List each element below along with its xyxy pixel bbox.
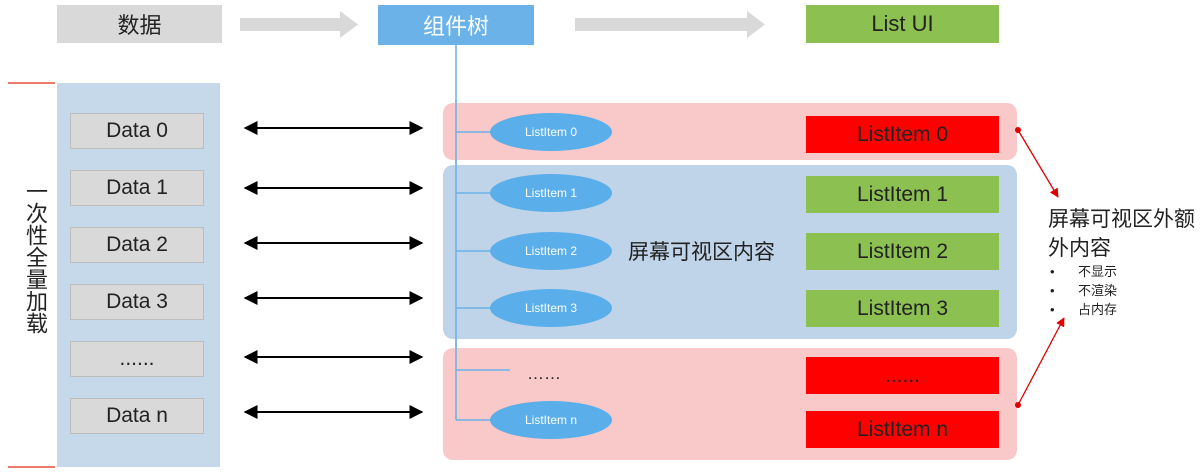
ui-item-visible: ListItem 3 <box>806 290 999 327</box>
tree-node: ListItem 2 <box>490 232 612 270</box>
offscreen-note-list: 不显示 不渲染 占内存 <box>1050 262 1117 319</box>
tree-node: ListItem 0 <box>490 113 612 151</box>
full-load-label: 一次性全量加载 <box>23 180 48 334</box>
offscreen-note-title: 屏幕可视区外额外内容 <box>1048 208 1195 260</box>
header-data: 数据 <box>57 5 222 43</box>
callout-arrow-top <box>1017 129 1059 198</box>
ui-item-hidden: ListItem 0 <box>806 116 999 153</box>
header-list-ui: List UI <box>806 5 999 43</box>
offscreen-note-item: 不渲染 <box>1050 281 1117 300</box>
ui-item-visible: ListItem 2 <box>806 233 999 270</box>
tree-node: ListItem 1 <box>490 174 612 212</box>
data-item: Data 1 <box>70 170 204 206</box>
offscreen-note-item: 占内存 <box>1050 300 1117 319</box>
visible-zone-label: 屏幕可视区内容 <box>628 241 775 264</box>
data-item: Data 2 <box>70 227 204 263</box>
header-arrow-1 <box>240 11 358 38</box>
data-item: ...... <box>70 341 204 377</box>
tree-ellipsis: …… <box>527 364 561 383</box>
ui-item-hidden: ListItem n <box>806 411 999 448</box>
ui-item-hidden: ...... <box>806 357 999 394</box>
offscreen-note-item: 不显示 <box>1050 262 1117 281</box>
header-component-tree: 组件树 <box>378 5 534 45</box>
data-item: Data 3 <box>70 284 204 320</box>
data-item: Data 0 <box>70 113 204 149</box>
tree-node: ListItem n <box>490 401 612 439</box>
ui-item-visible: ListItem 1 <box>806 176 999 213</box>
callout-arrow-bottom <box>1017 317 1065 406</box>
data-item: Data n <box>70 398 204 434</box>
header-arrow-2 <box>575 11 765 38</box>
tree-node: ListItem 3 <box>490 289 612 327</box>
